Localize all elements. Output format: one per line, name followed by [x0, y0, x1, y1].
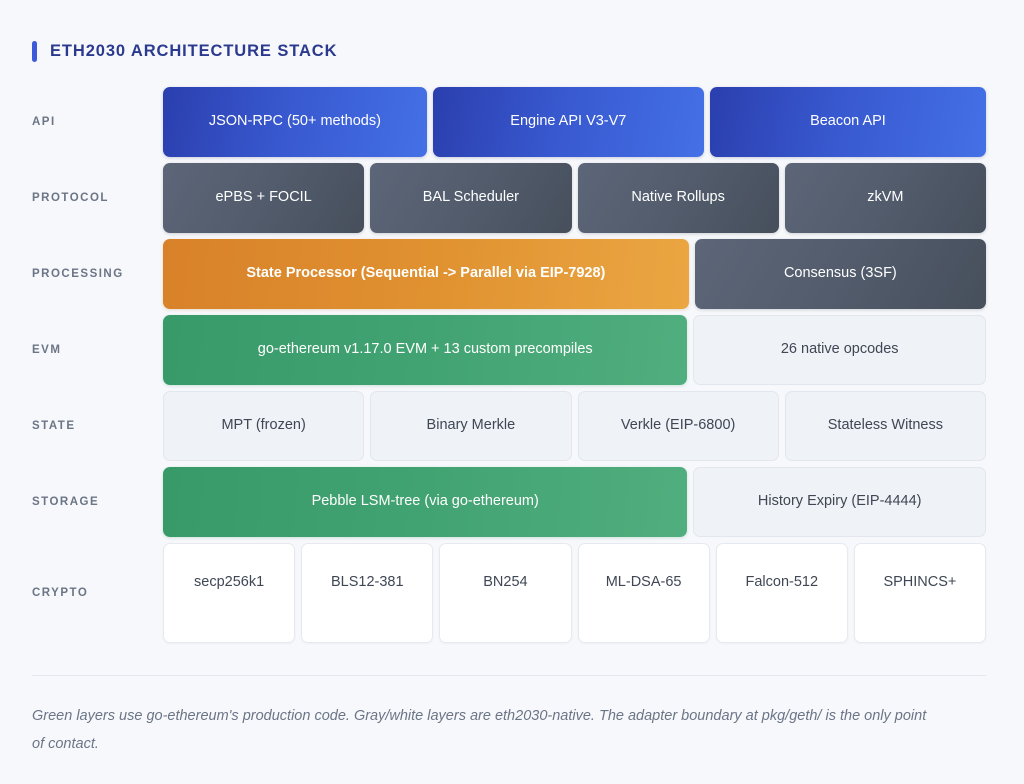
layer-box[interactable]: Native Rollups — [577, 163, 779, 233]
layer-box[interactable]: go-ethereum v1.17.0 EVM + 13 custom prec… — [163, 315, 688, 385]
footer-note: Green layers use go-ethereum's productio… — [32, 708, 927, 753]
page-title: ETH2030 ARCHITECTURE STACK — [0, 0, 1024, 62]
layer-row-label: PROCESSING — [32, 268, 124, 280]
layer-row: PROCESSING State Processor (Sequential ->… — [32, 239, 986, 309]
layer-box[interactable]: ML-DSA-65 — [577, 543, 710, 643]
layer-row-boxes: go-ethereum v1.17.0 EVM + 13 custom prec… — [163, 315, 986, 385]
layer-row-label: PROTOCOL — [32, 192, 109, 204]
layer-box[interactable]: Consensus (3SF) — [694, 239, 986, 309]
layer-row-label: API — [32, 116, 56, 128]
layer-box[interactable]: BLS12-381 — [301, 543, 434, 643]
layer-row-label: STORAGE — [32, 496, 100, 508]
layer-box[interactable]: Beacon API — [709, 87, 986, 157]
layer-box[interactable]: ePBS + FOCIL — [163, 163, 365, 233]
layer-row-label: CRYPTO — [32, 587, 89, 599]
layer-box[interactable]: Stateless Witness — [784, 391, 986, 461]
layer-row: STORAGE Pebble LSM-tree (via go-ethereum)… — [32, 467, 986, 537]
page-title-text: ETH2030 ARCHITECTURE STACK — [50, 42, 338, 60]
footer-divider — [32, 675, 986, 676]
layer-row-boxes: Pebble LSM-tree (via go-ethereum)History… — [163, 467, 986, 537]
layer-box[interactable]: SPHINCS+ — [853, 543, 987, 643]
layer-box[interactable]: MPT (frozen) — [163, 391, 365, 461]
title-accent-bar — [32, 41, 37, 62]
layer-row-boxes: State Processor (Sequential -> Parallel … — [163, 239, 986, 309]
layer-box[interactable]: 26 native opcodes — [693, 315, 986, 385]
layer-box[interactable]: BN254 — [439, 543, 572, 643]
layer-box[interactable]: Falcon-512 — [715, 543, 848, 643]
layer-box[interactable]: State Processor (Sequential -> Parallel … — [163, 239, 689, 309]
layer-box[interactable]: History Expiry (EIP-4444) — [693, 467, 986, 537]
layer-row-label: EVM — [32, 344, 62, 356]
layer-box[interactable]: Engine API V3-V7 — [432, 87, 704, 157]
layer-row-label: STATE — [32, 420, 76, 432]
layer-row: API JSON-RPC (50+ methods)Engine API V3-V… — [32, 87, 986, 157]
layer-stack: API JSON-RPC (50+ methods)Engine API V3-V… — [0, 87, 1024, 643]
layer-box[interactable]: Binary Merkle — [370, 391, 572, 461]
layer-box[interactable]: zkVM — [784, 163, 986, 233]
layer-box[interactable]: Pebble LSM-tree (via go-ethereum) — [163, 467, 688, 537]
layer-box[interactable]: Verkle (EIP-6800) — [577, 391, 779, 461]
layer-box[interactable]: BAL Scheduler — [370, 163, 572, 233]
layer-row: EVM go-ethereum v1.17.0 EVM + 13 custom p… — [32, 315, 986, 385]
layer-box[interactable]: JSON-RPC (50+ methods) — [163, 87, 427, 157]
layer-box[interactable]: secp256k1 — [163, 543, 296, 643]
